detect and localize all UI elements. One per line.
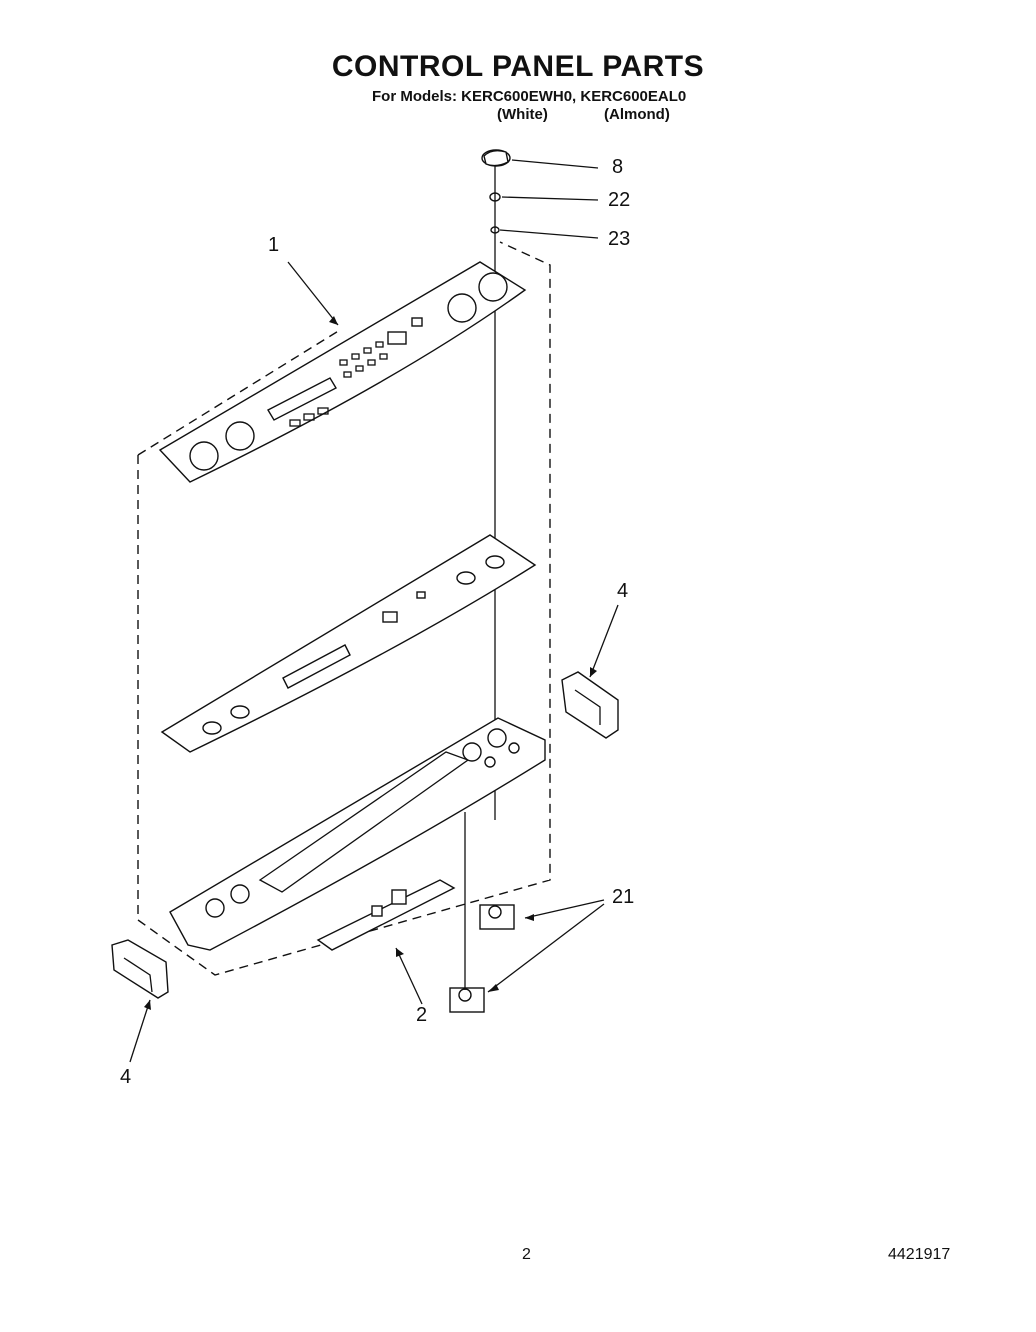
knob-part <box>481 149 511 167</box>
callout-4-left: 4 <box>120 1066 132 1088</box>
rotary-switch-lower <box>449 987 485 1013</box>
model-list: For Models: KERC600EWH0, KERC600EAL0 <box>372 88 687 105</box>
variant-white: (White) <box>497 106 548 123</box>
callout-22: 22 <box>608 189 631 211</box>
assembly-outline <box>137 241 551 976</box>
end-cap-left <box>111 939 169 999</box>
callout-4-right: 4 <box>617 580 629 602</box>
console-housing <box>169 717 546 951</box>
insulation-panel <box>160 534 537 753</box>
control-panel-overlay <box>158 261 527 483</box>
variant-almond: (Almond) <box>604 106 670 123</box>
page-number: 2 <box>522 1246 531 1263</box>
callout-1: 1 <box>268 234 280 256</box>
rotary-switch-upper <box>479 904 515 930</box>
end-cap-right <box>561 671 619 739</box>
callout-8: 8 <box>612 156 624 178</box>
circuit-board <box>316 879 456 951</box>
callout-23: 23 <box>608 228 631 250</box>
document-number: 4421917 <box>888 1246 951 1263</box>
callout-2: 2 <box>416 1004 428 1026</box>
callout-21: 21 <box>612 886 635 908</box>
page-title: CONTROL PANEL PARTS <box>331 50 705 83</box>
